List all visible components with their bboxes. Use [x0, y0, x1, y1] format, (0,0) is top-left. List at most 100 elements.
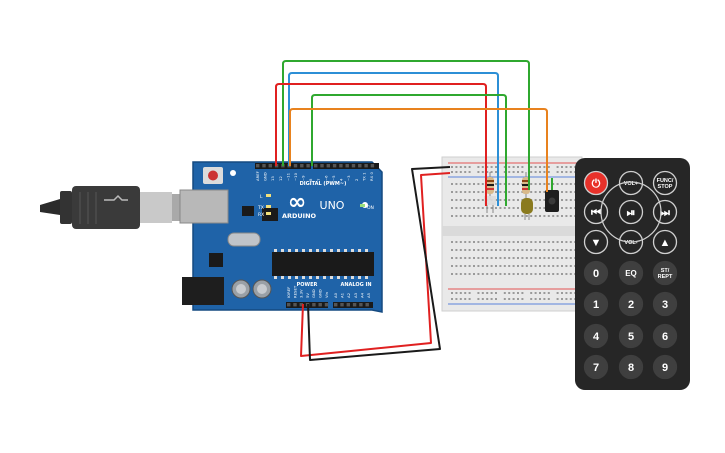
- atmega-chip: [272, 252, 374, 276]
- digital-label: DIGITAL (PWM~): [300, 181, 347, 187]
- rx-led-label: RX: [258, 212, 264, 218]
- remote-button[interactable]: 5: [618, 323, 644, 349]
- remote-button-label: ⏭: [660, 207, 670, 219]
- pin-label: TX 1: [361, 172, 366, 182]
- remote-button[interactable]: 0: [583, 260, 609, 286]
- remote-button-label: 1: [593, 299, 599, 311]
- remote-button-label: ⏯: [627, 207, 636, 219]
- pin-label: RESET: [292, 285, 297, 298]
- remote-button-label: 2: [628, 299, 634, 311]
- pin-label: 4: [339, 178, 344, 181]
- rx-led: [266, 212, 271, 215]
- remote-button[interactable]: 6: [652, 323, 678, 349]
- remote-button-label: 5: [628, 331, 634, 343]
- pin-label: IOREF: [286, 287, 291, 298]
- l-led-label: L: [260, 194, 263, 200]
- wire-red-top: [275, 83, 487, 206]
- breadboard: [441, 156, 583, 312]
- remote-button[interactable]: ▼: [583, 229, 609, 255]
- remote-button[interactable]: ⏻: [583, 170, 609, 196]
- pin-label: A5: [366, 292, 371, 298]
- usb-port: [179, 189, 229, 224]
- pin-label: 8: [308, 178, 313, 181]
- remote-button[interactable]: 9: [652, 354, 678, 380]
- l-led: [266, 194, 271, 197]
- remote-button-label: ⏻: [592, 177, 601, 190]
- pin-label: ~5: [331, 175, 336, 181]
- on-led-label: ON: [367, 205, 374, 211]
- pin-label: RX 0: [369, 172, 374, 181]
- remote-button-label: 8: [628, 362, 634, 374]
- on-led: [360, 204, 365, 207]
- remote-button-label: ⏮: [591, 207, 601, 219]
- remote-button-label: ▲: [660, 237, 671, 249]
- pin-label: ~6: [323, 175, 328, 181]
- pin-label: 13: [270, 176, 275, 181]
- pin-label: Vin: [324, 291, 329, 298]
- pin-label: A3: [353, 292, 358, 298]
- remote-button[interactable]: 7: [583, 354, 609, 380]
- pin-label: ~10: [293, 172, 298, 181]
- remote-button[interactable]: 3: [652, 291, 678, 317]
- remote-button[interactable]: ⏭: [652, 199, 678, 225]
- pin-label: 12: [278, 176, 283, 181]
- remote-button-label: EQ: [625, 269, 637, 278]
- analog-label: ANALOG IN: [340, 282, 371, 288]
- remote-button[interactable]: ⏯: [618, 199, 644, 225]
- remote-button[interactable]: 2: [618, 291, 644, 317]
- pin-label: AREF: [255, 171, 260, 181]
- voltage-regulator: [209, 253, 223, 267]
- remote-button-label: 3: [662, 299, 668, 311]
- remote-button[interactable]: FUNC/STOP: [652, 170, 678, 196]
- remote-button[interactable]: 1: [583, 291, 609, 317]
- remote-button-label: 4: [593, 331, 600, 343]
- pin-label: A0: [333, 292, 338, 298]
- pin-label: GND: [311, 289, 316, 298]
- pin-label: 7: [316, 178, 321, 181]
- usb-cable: [40, 186, 200, 229]
- remote-button-label: VOL+: [624, 181, 639, 187]
- remote-button-label: ST/REPT: [658, 268, 673, 280]
- ir-remote: ⏻ VOL+ FUNC/STOP ⏮ ⏯ ⏭ ▼ VOL- ▲ 0 EQ ST/REPT 1 2 3 4 5 6 7…: [575, 158, 690, 390]
- pin-label: A2: [346, 292, 351, 298]
- remote-button[interactable]: VOL+: [618, 170, 644, 196]
- pin-label: 2: [354, 178, 359, 181]
- mounting-hole: [230, 170, 236, 176]
- remote-button-label: VOL-: [624, 240, 637, 246]
- arduino-logo-icon: ∞: [288, 190, 306, 215]
- pin-label: ~11: [285, 172, 290, 181]
- pin-label: A1: [340, 292, 345, 298]
- remote-button[interactable]: 8: [618, 354, 644, 380]
- remote-button[interactable]: EQ: [618, 260, 644, 286]
- remote-button[interactable]: 4: [583, 323, 609, 349]
- tx-led: [266, 205, 271, 208]
- pin-label: A4: [359, 292, 364, 298]
- remote-button-label: 9: [662, 362, 668, 374]
- remote-button[interactable]: ▲: [652, 229, 678, 255]
- wire-black-gnd: [307, 166, 451, 361]
- power-label: POWER: [297, 282, 318, 288]
- board-name: ARDUINO: [282, 212, 317, 220]
- pin-label: 3.3V: [299, 289, 304, 298]
- remote-button-label: 7: [593, 362, 599, 374]
- wire-orange: [289, 108, 548, 192]
- wire-blue-outer: [288, 72, 499, 206]
- wire-green-outer: [282, 60, 530, 190]
- board-model: UNO: [320, 199, 345, 212]
- resistor-1: [486, 172, 494, 200]
- pin-label: ~9: [301, 175, 306, 181]
- crystal: [227, 232, 261, 247]
- reset-button-cap[interactable]: [208, 170, 218, 181]
- pin-label: GND: [263, 172, 268, 181]
- remote-button-label: ▼: [591, 237, 602, 249]
- wires: [275, 60, 553, 361]
- remote-button[interactable]: ⏮: [583, 199, 609, 225]
- wire-red-5v: [300, 172, 451, 357]
- pin-label: ~3: [346, 175, 351, 181]
- tx-led-label: TX: [257, 205, 264, 211]
- remote-button[interactable]: ST/REPT: [652, 260, 678, 286]
